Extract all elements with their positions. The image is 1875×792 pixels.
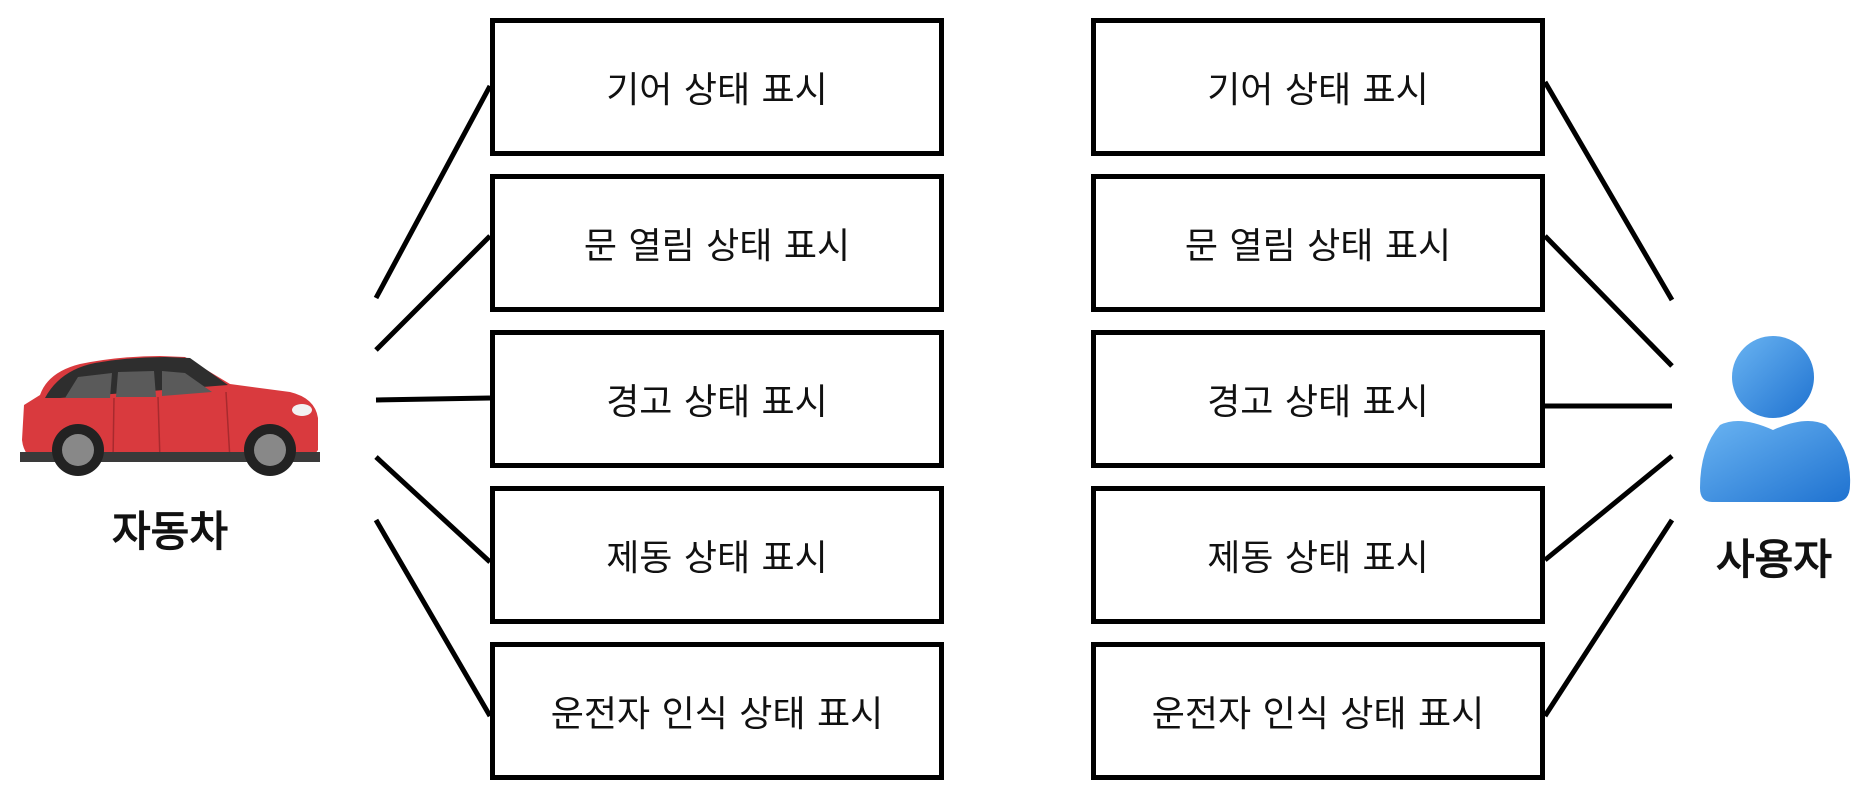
connector-user-door bbox=[1543, 234, 1674, 368]
box-label: 경고 상태 표시 bbox=[606, 382, 828, 423]
connector-car-warning bbox=[375, 395, 491, 403]
left-box-warning: 경고 상태 표시 bbox=[490, 330, 944, 468]
box-label: 제동 상태 표시 bbox=[606, 538, 828, 579]
left-box-gear: 기어 상태 표시 bbox=[490, 18, 944, 156]
box-label: 기어 상태 표시 bbox=[606, 70, 828, 111]
right-box-gear: 기어 상태 표시 bbox=[1091, 18, 1545, 156]
connector-car-driver bbox=[373, 518, 493, 718]
connector-car-gear bbox=[373, 84, 493, 300]
connector-car-door bbox=[374, 234, 492, 352]
box-label: 문 열림 상태 표시 bbox=[1184, 226, 1452, 267]
connector-car-brake bbox=[374, 455, 492, 564]
right-box-driver: 운전자 인식 상태 표시 bbox=[1091, 642, 1545, 780]
car-icon bbox=[20, 356, 320, 476]
box-label: 경고 상태 표시 bbox=[1207, 382, 1429, 423]
box-label: 운전자 인식 상태 표시 bbox=[550, 694, 884, 735]
car-label: 자동차 bbox=[112, 507, 228, 556]
right-box-warning: 경고 상태 표시 bbox=[1091, 330, 1545, 468]
connector-user-gear bbox=[1542, 80, 1675, 302]
connector-user-brake bbox=[1543, 454, 1674, 562]
left-box-door: 문 열림 상태 표시 bbox=[490, 174, 944, 312]
left-box-driver: 운전자 인식 상태 표시 bbox=[490, 642, 944, 780]
box-label: 운전자 인식 상태 표시 bbox=[1151, 694, 1485, 735]
box-label: 문 열림 상태 표시 bbox=[583, 226, 851, 267]
box-label: 제동 상태 표시 bbox=[1207, 538, 1429, 579]
right-box-door: 문 열림 상태 표시 bbox=[1091, 174, 1545, 312]
connector-user-driver bbox=[1542, 518, 1675, 718]
user-icon bbox=[1700, 336, 1851, 502]
right-box-brake: 제동 상태 표시 bbox=[1091, 486, 1545, 624]
user-label: 사용자 bbox=[1716, 535, 1832, 584]
left-box-brake: 제동 상태 표시 bbox=[490, 486, 944, 624]
box-label: 기어 상태 표시 bbox=[1207, 70, 1429, 111]
